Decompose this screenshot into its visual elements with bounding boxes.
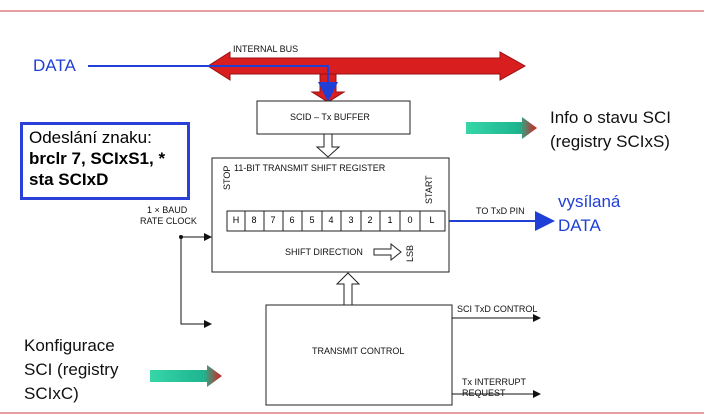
- config-line-1: Konfigurace: [24, 336, 115, 355]
- bit-1: 1: [387, 215, 393, 225]
- buffer-to-register-arrow: [315, 133, 341, 158]
- config-arrow: [150, 365, 222, 387]
- data-input-label: DATA: [33, 56, 76, 75]
- send-char-note: Odeslání znaku: brclr 7, SCIxS1, * sta S…: [20, 122, 190, 200]
- transmit-control-label: TRANSMIT CONTROL: [312, 346, 405, 356]
- start-label: START: [424, 175, 434, 204]
- bit-8: 8: [251, 215, 257, 225]
- internal-bus-arrow: [207, 51, 527, 81]
- baud-clock-label-1: 1 × BAUD: [147, 205, 188, 215]
- sent-data-line-2: DATA: [558, 216, 601, 235]
- bit-2: 2: [367, 215, 373, 225]
- note-code-line-2: sta SCIxD: [29, 170, 109, 189]
- bit-5: 5: [309, 215, 315, 225]
- tx-buffer-label: SCID – Tx BUFFER: [290, 112, 370, 122]
- bit-3: 3: [348, 215, 354, 225]
- tx-buffer-box: [256, 100, 411, 135]
- to-txd-pin-label: TO TxD PIN: [476, 206, 525, 216]
- lsb-label: LSB: [405, 244, 415, 262]
- data-input-line: [88, 65, 338, 102]
- transmit-control-box: [265, 304, 453, 406]
- top-rule: [0, 10, 704, 12]
- tx-interrupt-label-2: REQUEST: [462, 388, 506, 398]
- stop-label: STOP: [222, 165, 232, 190]
- baud-clock-node: [179, 235, 183, 239]
- bit-7: 7: [270, 215, 276, 225]
- sent-data-line-1: vysílaná: [558, 192, 621, 211]
- bottom-rule: [0, 412, 704, 414]
- internal-bus-label: INTERNAL BUS: [233, 44, 299, 54]
- baud-clock-label-2: RATE CLOCK: [140, 216, 197, 226]
- bit-0: 0: [407, 215, 413, 225]
- note-title: Odeslání znaku:: [29, 128, 152, 147]
- status-info-line-2: (registry SCIxS): [550, 132, 670, 151]
- baud-clock-branch: [180, 237, 212, 328]
- shift-direction-label: SHIFT DIRECTION: [285, 247, 363, 257]
- status-info-line-1: Info o stavu SCI: [550, 108, 671, 127]
- bit-h: H: [232, 215, 240, 225]
- bit-cells: [226, 210, 446, 232]
- config-line-2: SCI (registry: [24, 360, 119, 379]
- bit-6: 6: [289, 215, 295, 225]
- note-code-line-1: brclr 7, SCIxS1, *: [29, 149, 166, 168]
- status-info-arrow: [466, 117, 537, 139]
- tx-interrupt-label-1: Tx INTERRUPT: [462, 377, 526, 387]
- bit-4: 4: [328, 215, 334, 225]
- config-line-3: SCIxC): [24, 384, 79, 403]
- shift-register-label: 11-BIT TRANSMIT SHIFT REGISTER: [234, 163, 386, 173]
- sci-txd-control-label: SCI TxD CONTROL: [457, 304, 538, 314]
- control-to-register-arrow: [335, 272, 361, 306]
- bit-l: L: [429, 215, 435, 225]
- shift-direction-arrow: [373, 242, 402, 262]
